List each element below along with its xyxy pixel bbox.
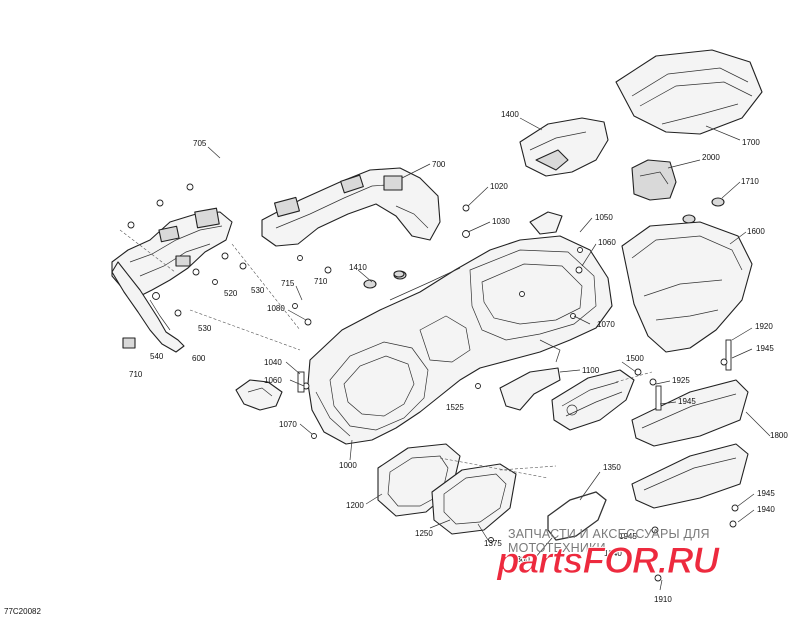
callout-1060: 1060 — [598, 238, 616, 247]
callout-1500: 1500 — [626, 354, 644, 363]
callout-710-top: 710 — [314, 277, 328, 286]
callout-1910: 1910 — [654, 595, 672, 604]
callout-1070-right: 1070 — [597, 320, 615, 329]
callout-1030: 1030 — [492, 217, 510, 226]
callout-600: 600 — [192, 354, 206, 363]
watermark-logo: partsFOR.RU — [496, 540, 719, 582]
callout-715: 715 — [281, 279, 295, 288]
callout-700: 700 — [432, 160, 446, 169]
callout-1710: 1710 — [741, 177, 759, 186]
callout-1600: 1600 — [747, 227, 765, 236]
leader-lines — [207, 117, 771, 591]
document-code: 77C20082 — [4, 607, 41, 616]
callout-1020: 1020 — [490, 182, 508, 191]
callout-1040: 1040 — [264, 358, 282, 367]
callout-1700: 1700 — [742, 138, 760, 147]
callout-1925: 1925 — [672, 376, 690, 385]
callout-1945-bottom: 1945 — [619, 532, 637, 541]
left-mount-bracket — [235, 379, 283, 411]
callout-1080: 1080 — [267, 304, 285, 313]
storage-lid — [615, 49, 763, 135]
glovebox-cover — [519, 117, 609, 177]
callout-1050: 1050 — [595, 213, 613, 222]
callout-705: 705 — [193, 139, 207, 148]
storage-bin — [621, 221, 753, 353]
left-harness-bracket — [111, 183, 247, 353]
callout-1525: 1525 — [446, 403, 464, 412]
callout-1940-bottom: 1940 — [604, 549, 622, 558]
lower-support-bracket — [631, 339, 749, 582]
callout-530-left: 530 — [198, 324, 212, 333]
cluster-bezel — [431, 463, 517, 535]
clip-parts — [393, 211, 563, 278]
callout-540: 540 — [150, 352, 164, 361]
callout-1070-left: 1070 — [279, 420, 297, 429]
callout-1945-mid: 1945 — [678, 397, 696, 406]
callout-1100: 1100 — [582, 366, 600, 375]
console-panel — [475, 367, 642, 431]
callout-1945-top: 1945 — [756, 344, 774, 353]
callout-1400: 1400 — [501, 110, 519, 119]
callout-1060-left: 1060 — [264, 376, 282, 385]
upper-rail-bracket — [261, 167, 441, 326]
callout-1940-right: 1940 — [757, 505, 775, 514]
assembly-lines — [119, 229, 653, 479]
callout-1300: 1300 — [512, 555, 530, 564]
callout-labels: 705 700 1400 1700 2000 1710 1020 1030 10… — [129, 110, 788, 604]
callout-1250: 1250 — [415, 529, 433, 538]
callout-1945-lower: 1945 — [757, 489, 775, 498]
callout-1200: 1200 — [346, 501, 364, 510]
callout-1800: 1800 — [770, 431, 788, 440]
callout-1000: 1000 — [339, 461, 357, 470]
callout-710-left: 710 — [129, 370, 143, 379]
callout-1920: 1920 — [755, 322, 773, 331]
callout-1350: 1350 — [603, 463, 621, 472]
callout-1410: 1410 — [349, 263, 367, 272]
callout-520: 520 — [224, 289, 238, 298]
callout-530-top: 530 — [251, 286, 265, 295]
lid-latch — [631, 159, 725, 224]
callout-1375: 1375 — [484, 539, 502, 548]
callout-2000: 2000 — [702, 153, 720, 162]
watermark-tagline: ЗАПЧАСТИ И АКСЕССУАРЫ ДЛЯ МОТОТЕХНИКИ — [508, 527, 710, 555]
gasket-seal — [488, 491, 607, 543]
